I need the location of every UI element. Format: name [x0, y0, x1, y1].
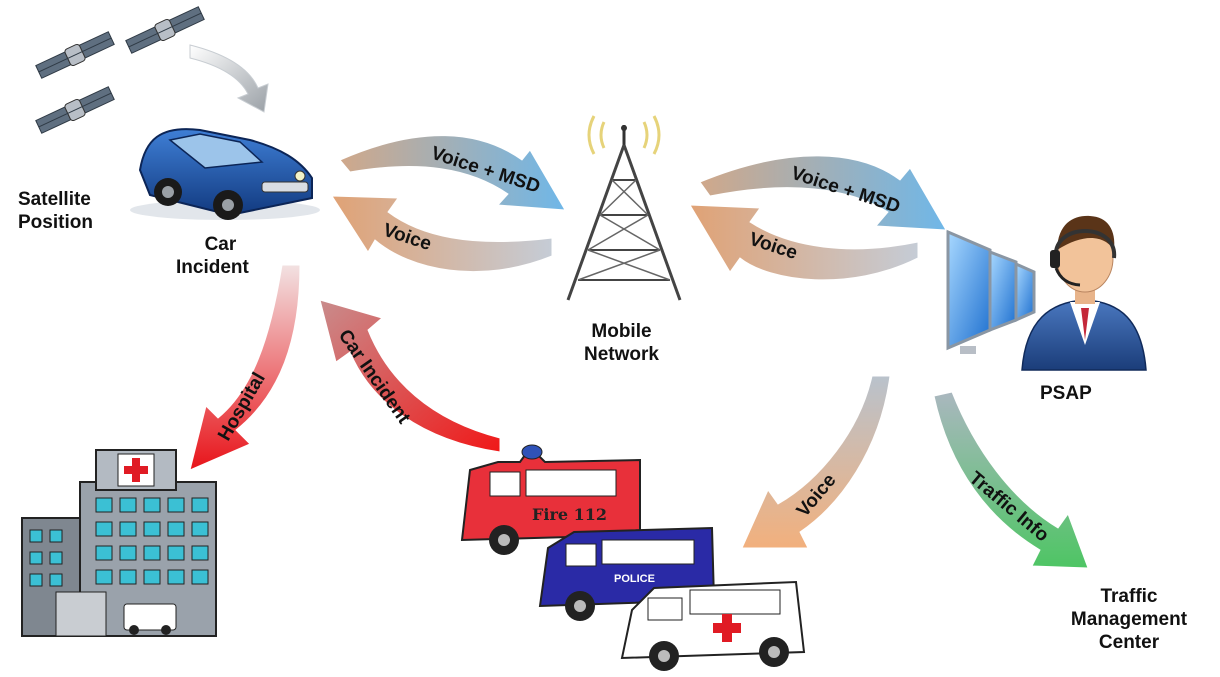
- arrow-psap-to-traffic: Traffic Info: [933, 391, 1089, 569]
- satellite-arrow: [189, 44, 269, 113]
- operator-icon: [946, 215, 1147, 371]
- label-traffic-line2: Management: [1070, 609, 1188, 630]
- label-psap: PSAP: [1040, 382, 1092, 405]
- satellite-icon: [35, 6, 205, 134]
- fire-van: Fire 112: [460, 444, 641, 555]
- arrow-car-to-hospital: Hospital: [189, 264, 301, 471]
- label-satellite-line1: Satellite: [18, 189, 91, 210]
- car-icon: [130, 128, 320, 220]
- police-van-label: POLICE: [614, 573, 655, 585]
- arrow-psap-to-mobile: Voice: [689, 204, 919, 281]
- label-satellite-line2: Position: [18, 212, 93, 233]
- hospital-icon: [21, 449, 217, 637]
- arrow-label-emergency-to-car: Car Incident: [334, 326, 415, 429]
- arrow-label-psap-to-traffic: Traffic Info: [965, 468, 1053, 547]
- arrow-mobile-to-car: Voice: [331, 195, 553, 273]
- cell-tower-icon: [566, 115, 682, 301]
- label-traffic-line1: Traffic: [1100, 586, 1158, 607]
- label-traffic-line3: Center: [1098, 632, 1160, 653]
- arrow-label-car-to-hospital: Hospital: [214, 369, 270, 444]
- label-car-line2: Incident: [176, 257, 249, 278]
- arrow-psap-to-emergency: Voice: [741, 375, 891, 549]
- label-mobile-network: Mobile Network: [584, 320, 659, 366]
- label-traffic-management-center: Traffic Management Center: [1064, 585, 1194, 654]
- label-car-incident: Car Incident: [176, 233, 249, 279]
- arrow-emergency-to-car: Car Incident: [319, 299, 501, 453]
- label-mobile-line1: Mobile: [591, 321, 652, 342]
- label-mobile-line2: Network: [584, 344, 659, 365]
- fire-van-label: Fire 112: [532, 505, 607, 524]
- label-psap-line1: PSAP: [1040, 383, 1092, 404]
- label-satellite-position: Satellite Position: [18, 188, 93, 234]
- ambulance-van: [620, 580, 806, 671]
- emergency-vehicles-icon: Fire 112 POLICE: [460, 444, 806, 671]
- label-car-line1: Car: [204, 234, 237, 255]
